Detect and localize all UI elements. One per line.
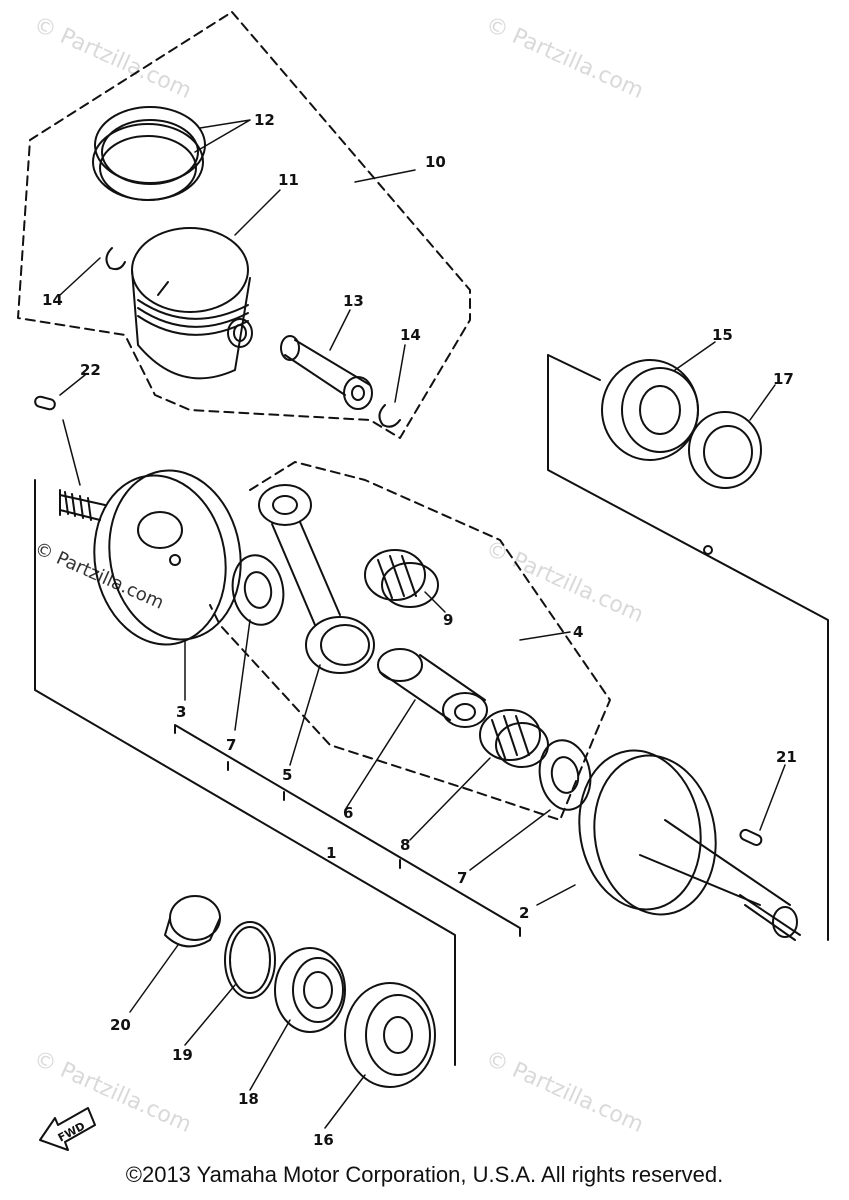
circlip-left [105,247,126,271]
callout-1: 1 [326,844,336,862]
callout-8: 8 [400,836,410,854]
callout-22: 22 [80,361,101,379]
callout-3: 3 [176,703,186,721]
left-crank-wheel [59,469,242,646]
callout-9: 9 [443,611,453,629]
bearing-lower-small [274,947,346,1033]
big-end-bearing [479,709,549,768]
oil-seal-upper [688,411,762,489]
callout-10: 10 [425,153,446,171]
callout-16: 16 [313,1131,334,1149]
callout-2: 2 [519,904,529,922]
piston-assembly-boundary [17,11,471,439]
callout-14b: 14 [400,326,421,344]
main-bearing-lower [344,982,436,1088]
circlip-right [378,404,401,428]
callout-4: 4 [573,623,583,641]
conrod-assembly-boundary [209,461,611,821]
callout-21: 21 [776,748,797,766]
o-ring [224,921,276,999]
leader-lines [59,119,786,1129]
collar [164,895,221,948]
callout-5: 5 [282,766,292,784]
thrust-washer-upper [231,554,285,626]
callout-labels: 12 11 10 14 13 14 22 15 17 9 4 3 7 5 6 1… [42,111,797,1149]
callout-15: 15 [712,326,733,344]
connecting-rod [258,484,375,674]
callout-7a: 7 [226,736,236,754]
right-crank-wheel [578,749,801,941]
copyright-notice: ©2013 Yamaha Motor Corporation, U.S.A. A… [125,1162,724,1187]
crank-pin [377,648,488,728]
callout-7b: 7 [457,869,467,887]
woodruff-key-left [34,395,56,411]
main-bearing-upper [601,359,699,461]
crankshaft-frame [34,479,456,1066]
piston [131,227,253,380]
callout-6: 6 [343,804,353,822]
callout-18: 18 [238,1090,259,1108]
callout-20: 20 [110,1016,131,1034]
callout-11: 11 [278,171,299,189]
small-end-bearing [364,549,439,608]
callout-17: 17 [773,370,794,388]
piston-pin [280,335,373,410]
piston-rings [92,106,206,201]
thrust-washer-lower [538,739,592,811]
woodruff-key-right [739,828,763,846]
fwd-arrow-icon [39,1107,96,1151]
callout-12: 12 [254,111,275,129]
callout-19: 19 [172,1046,193,1064]
callout-14a: 14 [42,291,63,309]
callout-13: 13 [343,292,364,310]
